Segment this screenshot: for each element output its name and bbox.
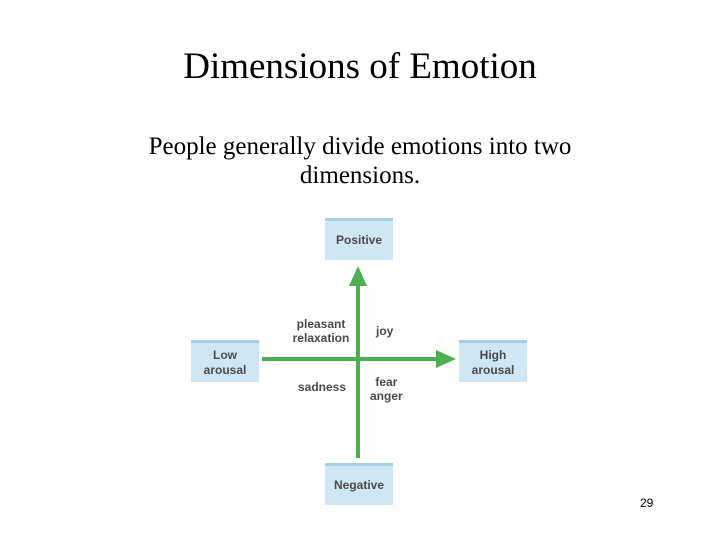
slide-subtitle: People generally divide emotions into tw… [148,133,572,189]
slide-title: Dimensions of Emotion [183,46,537,87]
arrow-up-icon [349,266,367,286]
high-arousal-box: High arousal [459,340,527,382]
quadrant-fear-anger: fear anger [370,375,403,403]
arrow-right-icon [436,350,456,368]
negative-pole-box: Negative [325,463,393,505]
quadrant-joy: joy [376,324,394,338]
quadrant-sadness: sadness [298,380,347,394]
page-number: 29 [640,496,654,510]
positive-pole-box: Positive [325,218,393,260]
quadrant-pleasant-relaxation: pleasant relaxation [292,317,350,345]
low-arousal-box: Low arousal [191,340,259,382]
